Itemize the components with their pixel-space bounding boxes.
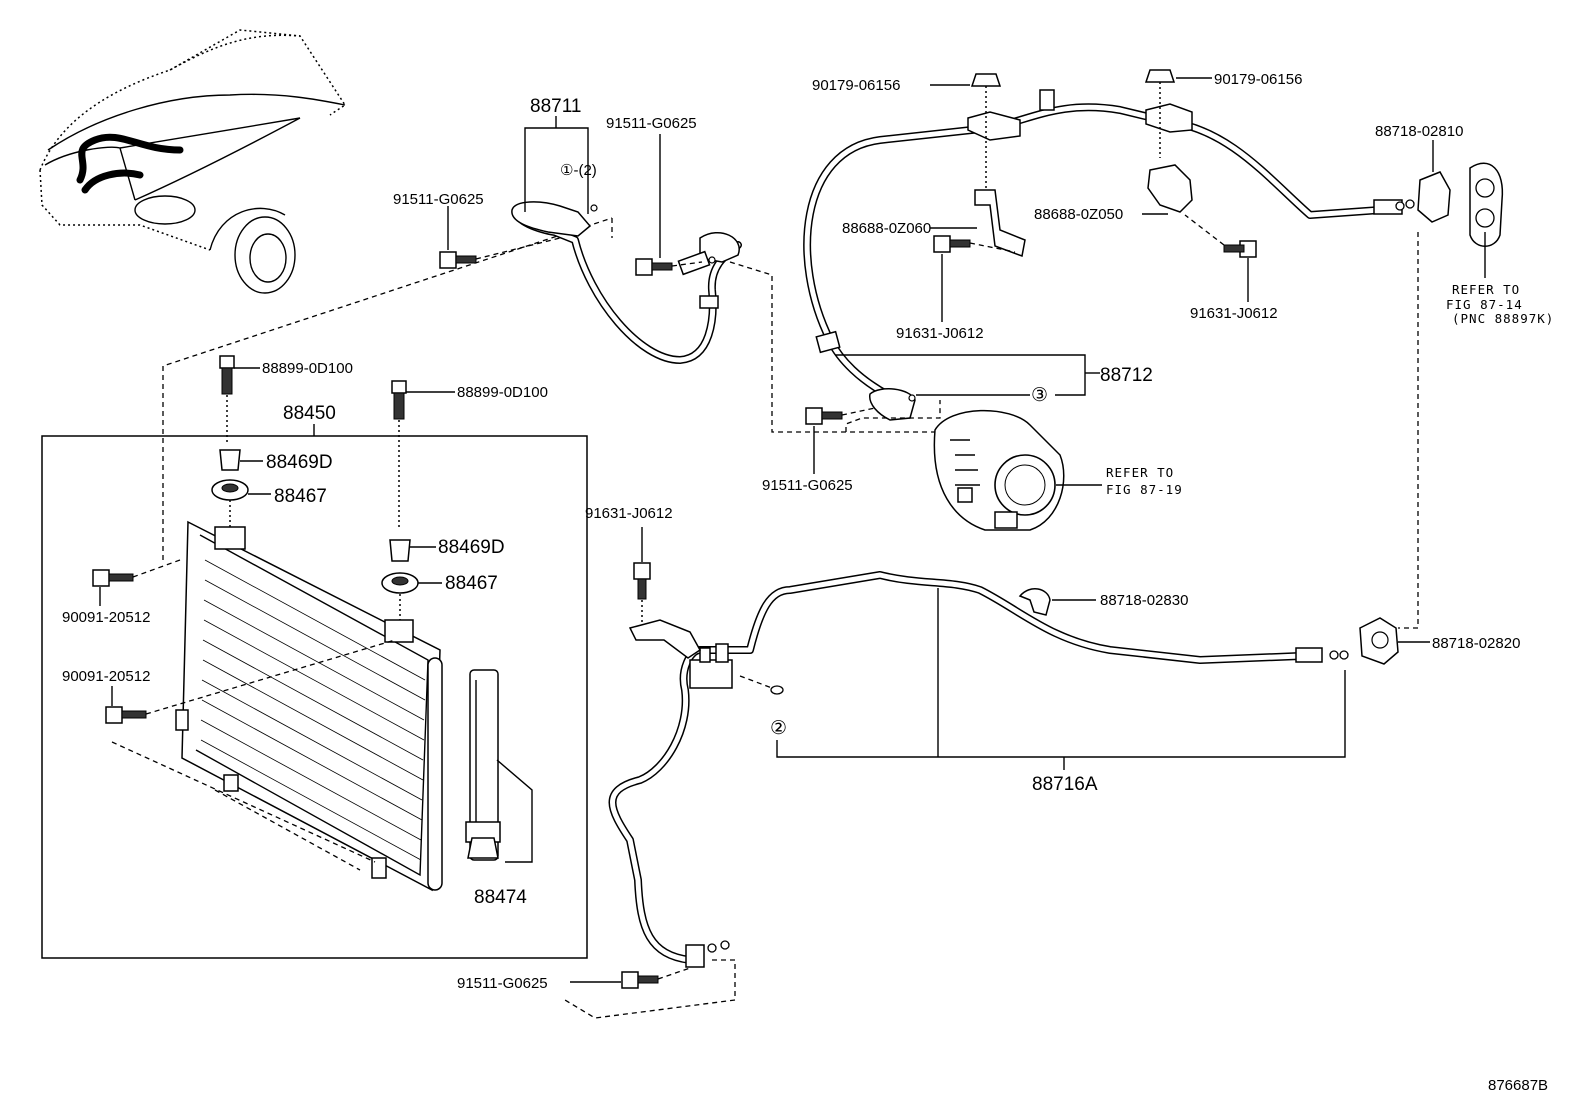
callout-91511-g0625-compressor: 91511-G0625 [762, 477, 853, 494]
callout-91511-g0625-left: 91511-G0625 [393, 191, 484, 208]
figure-id: 876687B [1488, 1077, 1548, 1094]
callout-90179-06156-left: 90179-06156 [812, 77, 900, 94]
nut-90179-b [1144, 69, 1176, 83]
discharge-hose-88711 [511, 201, 742, 364]
nut-90179-a [970, 73, 1002, 87]
refer-fig-87-19-line1: REFER TO [1106, 465, 1174, 480]
callout-88899-0d100-right: 88899-0D100 [457, 384, 548, 401]
callout-90091-20512-upper: 90091-20512 [62, 609, 150, 626]
cushion-88467-left [211, 479, 249, 501]
callout-ref-1: ①-(2) [560, 162, 597, 179]
callout-88450: 88450 [283, 403, 336, 424]
cap-88718-02810 [1395, 171, 1451, 223]
callout-91511-g0625-upper: 91511-G0625 [606, 115, 697, 132]
callout-90091-20512-lower: 90091-20512 [62, 668, 150, 685]
callout-91631-j0612-lower: 91631-J0612 [585, 505, 673, 522]
cushion-88469d-right [389, 539, 411, 562]
callout-88688-0z060: 88688-0Z060 [842, 220, 931, 237]
bolt-91631-a [933, 235, 971, 253]
callout-88718-02820: 88718-02820 [1432, 635, 1520, 652]
callout-88711: 88711 [530, 96, 581, 117]
cushion-88469d-left [219, 449, 241, 471]
callout-88469d-right: 88469D [438, 537, 505, 558]
bolt-91511-b [635, 258, 673, 276]
refer-fig-87-14-line3: (PNC 88897K) [1452, 311, 1554, 326]
callout-88469d-left: 88469D [266, 452, 333, 473]
callout-ref-2: ② [770, 718, 787, 739]
callout-88688-0z050: 88688-0Z050 [1034, 206, 1123, 223]
callout-88712: 88712 [1100, 365, 1153, 386]
callout-ref-3: ③ [1031, 385, 1048, 406]
leader-88474 [496, 759, 533, 863]
bolt-90091-lower [105, 706, 147, 724]
bolt-90091-upper [92, 569, 134, 587]
callout-91631-j0612-upper-right: 91631-J0612 [1190, 305, 1278, 322]
callout-91631-j0612-upper-left: 91631-J0612 [896, 325, 984, 342]
callout-88474: 88474 [474, 887, 527, 908]
refer-fig-87-14-line2: FIG 87-14 [1446, 297, 1523, 312]
cap-88718-02820 [1359, 617, 1399, 665]
callout-90179-06156-right: 90179-06156 [1214, 71, 1302, 88]
liquid-tube-bracket [628, 619, 701, 659]
bolt-88899-left [219, 355, 235, 395]
callout-88467-right: 88467 [445, 573, 498, 594]
part-callouts: 88711 91511-G0625 91511-G0625 ①-(2) 9017… [62, 71, 1554, 1094]
bracket-88688-0z060 [974, 189, 1026, 258]
callout-88899-0d100-left: 88899-0D100 [262, 360, 353, 377]
refer-fig-87-14-line1: REFER TO [1452, 282, 1520, 297]
bolt-91631-b [1223, 240, 1257, 258]
refer-fig-87-19-line2: FIG 87-19 [1106, 482, 1183, 497]
bolt-91511-d [621, 971, 659, 989]
receiver-dryer [465, 669, 501, 861]
bracket-88688-0z050 [1147, 164, 1193, 213]
ac-compressor [933, 409, 1065, 531]
callout-91511-g0625-bottom: 91511-G0625 [457, 975, 548, 992]
service-valve-cap [1469, 162, 1504, 247]
bolt-88899-right [391, 380, 407, 420]
bolt-91511-a [439, 251, 477, 269]
cushion-88467-right [381, 572, 419, 594]
bolt-91631-c [633, 562, 651, 600]
callout-88467-left: 88467 [274, 486, 327, 507]
liquid-tube-88716a [608, 571, 1349, 968]
callout-88718-02810: 88718-02810 [1375, 123, 1463, 140]
callout-88716a: 88716A [1032, 774, 1098, 795]
condenser-core [175, 520, 443, 892]
suction-hose-88712 [803, 89, 1403, 421]
bolt-91511-c [805, 407, 843, 425]
callout-88718-02830: 88718-02830 [1100, 592, 1188, 609]
clamp-88718-02830 [1018, 588, 1051, 616]
vehicle-location-illustration [39, 29, 347, 294]
